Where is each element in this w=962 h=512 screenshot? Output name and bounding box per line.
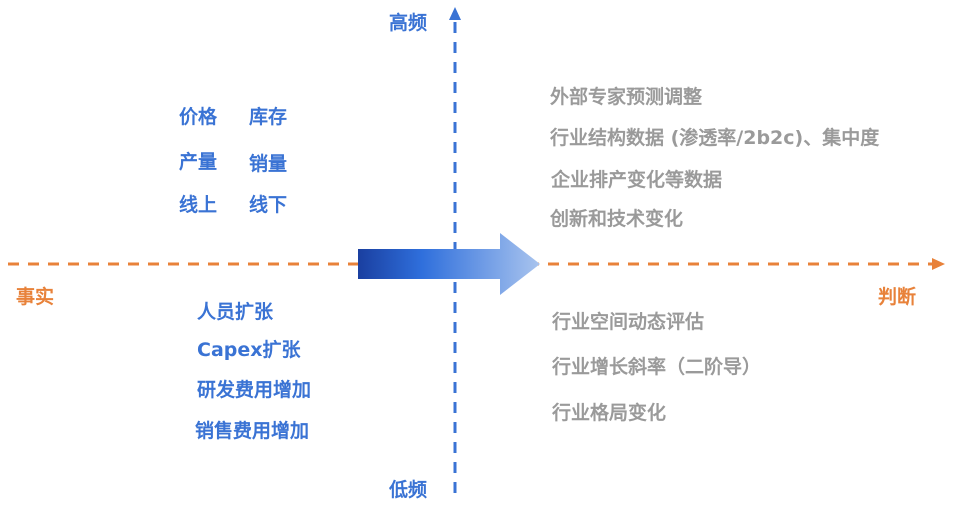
axis-label-judgement: 判断 (878, 286, 917, 308)
axis-label-fact: 事实 (16, 286, 55, 308)
fact-item-capex-expansion: Capex扩张 (197, 339, 301, 361)
fact-item-sales-volume: 销量 (249, 153, 288, 175)
judgement-item-production-schedule: 企业排产变化等数据 (551, 169, 723, 191)
fact-item-offline: 线下 (249, 194, 288, 216)
horizontal-axis-arrowhead (932, 258, 945, 270)
judgement-item-innovation: 创新和技术变化 (550, 208, 684, 230)
judgement-item-growth-slope: 行业增长斜率（二阶导） (552, 356, 762, 378)
fact-item-headcount-expansion: 人员扩张 (197, 301, 274, 323)
judgement-item-market-space: 行业空间动态评估 (552, 311, 705, 333)
judgement-item-expert-forecast: 外部专家预测调整 (550, 86, 703, 108)
fact-item-online: 线上 (179, 194, 218, 216)
fact-item-price: 价格 (179, 106, 218, 128)
judgement-item-competitive-landscape: 行业格局变化 (552, 402, 667, 424)
axis-label-low-frequency: 低频 (389, 479, 428, 501)
fact-item-inventory: 库存 (249, 106, 288, 128)
axis-label-high-frequency: 高频 (389, 12, 428, 34)
vertical-axis-arrowhead (449, 7, 461, 20)
fact-item-output: 产量 (179, 151, 218, 173)
fact-item-rd-expense-increase: 研发费用增加 (197, 379, 312, 401)
fact-to-judgement-arrow (358, 233, 540, 295)
fact-item-sales-expense-increase: 销售费用增加 (195, 420, 310, 442)
judgement-item-industry-structure: 行业结构数据 (渗透率/2b2c)、集中度 (550, 127, 880, 149)
